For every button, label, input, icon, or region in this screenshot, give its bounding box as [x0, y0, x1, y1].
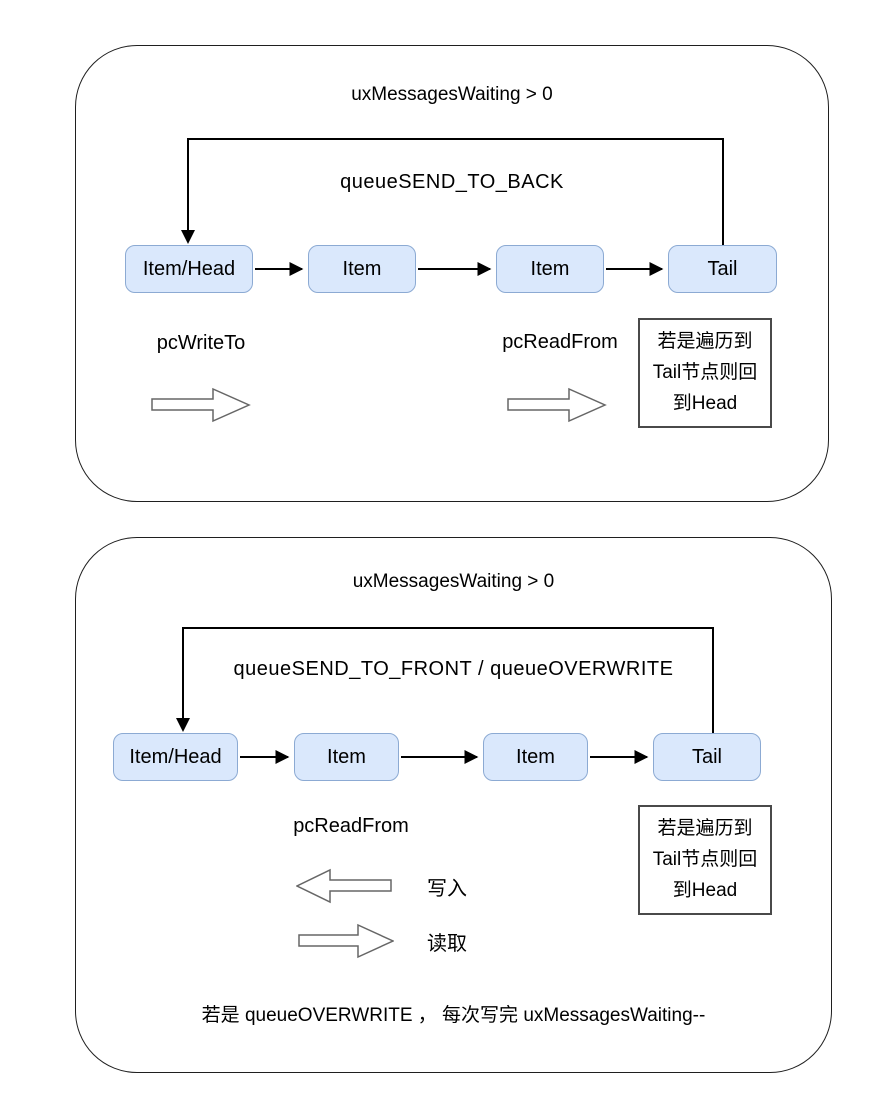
write-direction-arrow-icon	[151, 387, 251, 423]
note-line: Tail节点则回	[652, 362, 758, 383]
queue-node-item: Item	[294, 733, 399, 781]
read-pointer-label: pcReadFrom	[293, 815, 409, 837]
queue-node-item-head: Item/Head	[113, 733, 238, 781]
write-pointer-label: pcWriteTo	[156, 332, 246, 354]
send-mode-label: queueSEND_TO_BACK	[340, 171, 564, 193]
write-direction-arrow-icon	[296, 868, 392, 904]
note-line: 到Head	[672, 393, 738, 414]
queue-node-tail: Tail	[653, 733, 761, 781]
note-line: 到Head	[672, 880, 738, 901]
queue-node-item-head: Item/Head	[125, 245, 253, 293]
note-line: 若是遍历到	[657, 818, 753, 839]
write-legend-label: 写入	[427, 878, 467, 900]
read-direction-arrow-icon	[507, 387, 607, 423]
queue-node-item: Item	[308, 245, 416, 293]
read-legend-label: 读取	[427, 933, 467, 955]
read-direction-arrow-icon	[298, 923, 394, 959]
messages-waiting-condition: uxMessagesWaiting > 0	[351, 84, 553, 105]
queue-node-item: Item	[496, 245, 604, 293]
send-mode-label: queueSEND_TO_FRONT / queueOVERWRITE	[233, 658, 674, 680]
tail-wrap-note: 若是遍历到 Tail节点则回 到Head	[638, 805, 772, 915]
tail-wrap-note: 若是遍历到 Tail节点则回 到Head	[638, 318, 772, 428]
queue-node-item: Item	[483, 733, 588, 781]
queue-node-tail: Tail	[668, 245, 777, 293]
queue-send-to-back-panel: uxMessagesWaiting > 0 queueSEND_TO_BACK …	[75, 45, 829, 502]
overwrite-footnote: 若是 queueOVERWRITE ， 每次写完 uxMessagesWaiti…	[201, 1005, 706, 1026]
queue-send-to-front-panel: uxMessagesWaiting > 0 queueSEND_TO_FRONT…	[75, 537, 832, 1073]
read-pointer-label: pcReadFrom	[502, 331, 618, 353]
note-line: Tail节点则回	[652, 849, 758, 870]
messages-waiting-condition: uxMessagesWaiting > 0	[352, 571, 555, 592]
note-line: 若是遍历到	[657, 331, 753, 352]
